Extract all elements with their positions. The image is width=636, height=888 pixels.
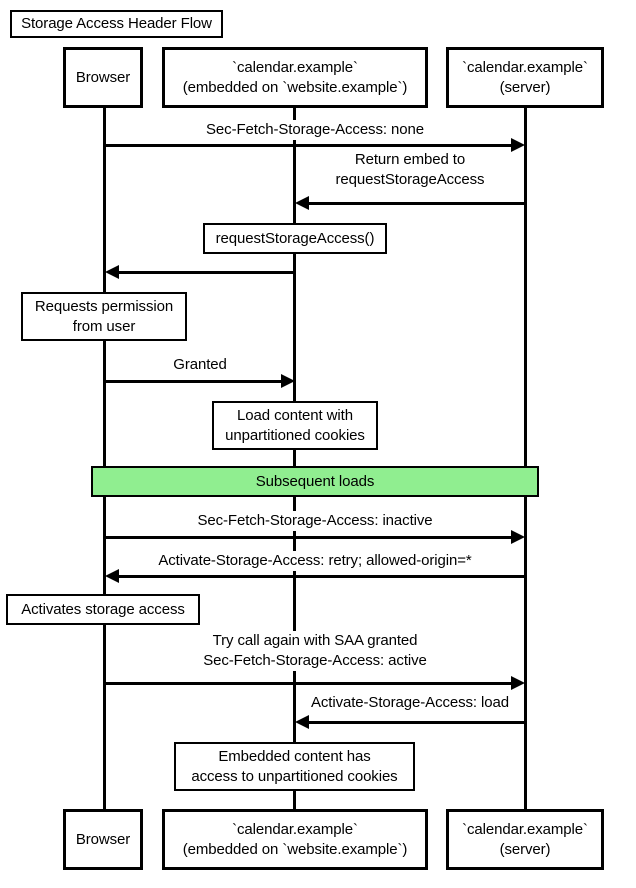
note-embedded-content: Embedded content has access to unpartiti… <box>174 742 415 791</box>
actor-server-label-line1: `calendar.example` <box>462 58 588 76</box>
message-7-label-line2: Sec-Fetch-Storage-Access: active <box>203 652 427 669</box>
diagram-title-text: Storage Access Header Flow <box>21 15 212 32</box>
arrowhead-right-icon <box>511 530 525 544</box>
actor-browser-label: Browser <box>75 830 131 848</box>
note-load-content-line1: Load content with <box>237 406 353 424</box>
actor-server-top: `calendar.example` (server) <box>446 47 604 108</box>
subsequent-loads-band: Subsequent loads <box>91 466 539 497</box>
message-8-label: Activate-Storage-Access: load <box>306 693 514 713</box>
lifeline-embedded <box>293 108 296 809</box>
arrowhead-left-icon <box>295 196 309 210</box>
message-2-label: Return embed to requestStorageAccess <box>331 150 489 190</box>
lifeline-server <box>524 108 527 809</box>
note-requests-permission-line2: from user <box>72 317 136 335</box>
actor-embedded-top: `calendar.example` (embedded on `website… <box>162 47 428 108</box>
message-4-arrow <box>105 380 283 383</box>
note-embedded-content-line2: access to unpartitioned cookies <box>191 767 398 785</box>
message-7-label: Try call again with SAA granted Sec-Fetc… <box>199 631 431 671</box>
note-activates-storage-access-text: Activates storage access <box>21 600 185 618</box>
note-embedded-content-line1: Embedded content has <box>218 747 371 765</box>
arrowhead-left-icon <box>295 715 309 729</box>
actor-browser-label: Browser <box>75 68 131 86</box>
actor-server-label-line2: (server) <box>499 840 551 858</box>
subsequent-loads-band-text: Subsequent loads <box>255 472 375 490</box>
note-request-storage-access-text: requestStorageAccess() <box>215 229 375 247</box>
message-6-arrow <box>117 575 525 578</box>
actor-server-label-line2: (server) <box>499 78 551 96</box>
diagram-title: Storage Access Header Flow <box>10 10 223 38</box>
note-requests-permission: Requests permission from user <box>21 292 187 341</box>
lifeline-browser <box>103 108 106 809</box>
actor-server-bottom: `calendar.example` (server) <box>446 809 604 870</box>
arrowhead-left-icon <box>105 265 119 279</box>
message-1-arrow <box>105 144 514 147</box>
note-activates-storage-access: Activates storage access <box>6 594 200 625</box>
actor-browser-top: Browser <box>63 47 143 108</box>
actor-browser-bottom: Browser <box>63 809 143 870</box>
message-2-arrow <box>307 202 525 205</box>
actor-embedded-label-line1: `calendar.example` <box>232 820 358 838</box>
actor-embedded-label-line2: (embedded on `website.example`) <box>182 840 408 858</box>
message-6-label: Activate-Storage-Access: retry; allowed-… <box>154 551 476 571</box>
message-2-label-line2: requestStorageAccess <box>335 171 485 188</box>
note-load-content: Load content with unpartitioned cookies <box>212 401 378 450</box>
message-7-arrow <box>105 682 514 685</box>
message-7-label-line1: Try call again with SAA granted <box>212 632 418 649</box>
arrowhead-right-icon <box>281 374 295 388</box>
message-2-label-line1: Return embed to <box>354 151 466 168</box>
message-3-arrow <box>117 271 295 274</box>
message-5-label: Sec-Fetch-Storage-Access: inactive <box>193 511 437 531</box>
actor-embedded-label-line2: (embedded on `website.example`) <box>182 78 408 96</box>
actor-embedded-bottom: `calendar.example` (embedded on `website… <box>162 809 428 870</box>
arrowhead-right-icon <box>511 138 525 152</box>
message-8-arrow <box>307 721 525 724</box>
message-1-label: Sec-Fetch-Storage-Access: none <box>202 120 428 140</box>
actor-server-label-line1: `calendar.example` <box>462 820 588 838</box>
note-requests-permission-line1: Requests permission <box>34 297 174 315</box>
note-request-storage-access: requestStorageAccess() <box>203 223 387 254</box>
message-4-label: Granted <box>169 355 231 375</box>
message-5-arrow <box>105 536 514 539</box>
arrowhead-left-icon <box>105 569 119 583</box>
actor-embedded-label-line1: `calendar.example` <box>232 58 358 76</box>
arrowhead-right-icon <box>511 676 525 690</box>
note-load-content-line2: unpartitioned cookies <box>225 426 365 444</box>
